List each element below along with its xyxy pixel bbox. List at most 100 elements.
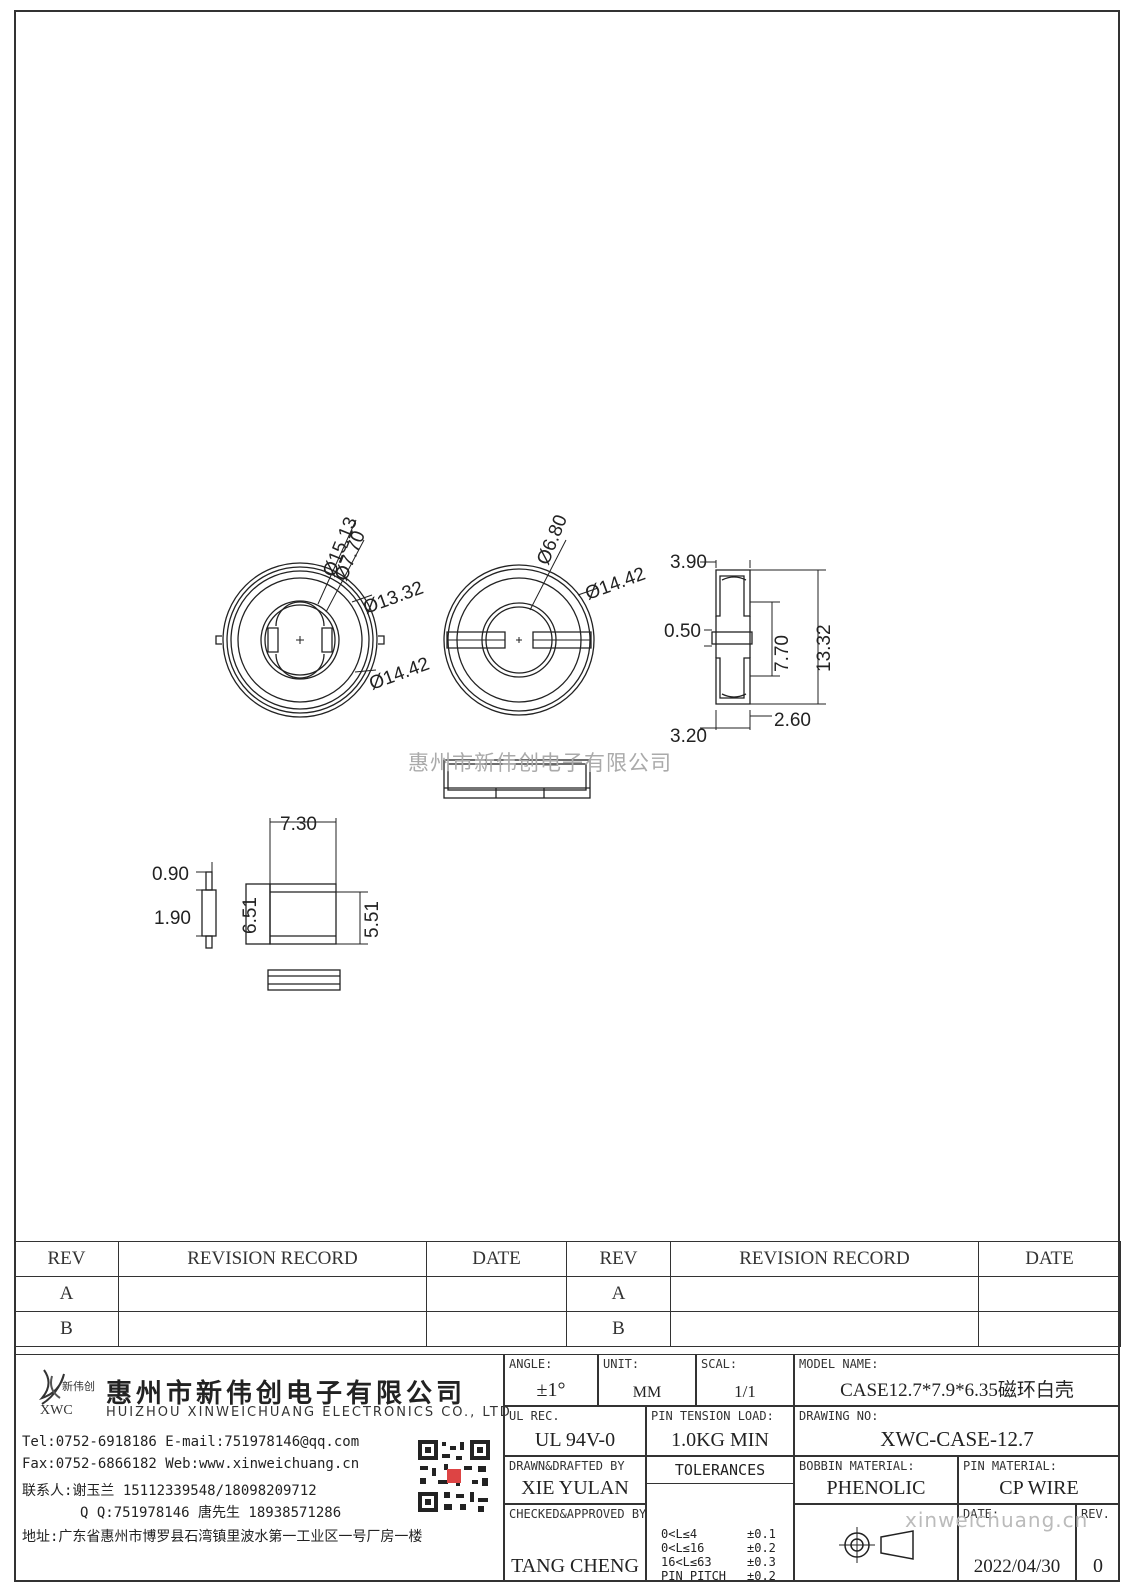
company-block <box>14 1354 504 1582</box>
pin-material-cell: PIN MATERIAL: CP WIRE <box>958 1456 1120 1504</box>
ul-rec-cell: UL REC. UL 94V-0 <box>504 1406 646 1456</box>
tol-row-3: 16<L≤63 ±0.3 <box>661 1555 776 1569</box>
tol-range-2: 0<L≤16 <box>661 1541 705 1555</box>
date-label: DATE: <box>963 1507 1000 1521</box>
checked-by-value: TANG CHENG <box>511 1555 639 1577</box>
company-tel: Tel:0752-6918186 E-mail:751978146@qq.com <box>22 1434 360 1450</box>
ul-rec-label: UL REC. <box>509 1409 560 1423</box>
company-contact-1: 联系人:谢玉兰 15112339548/18098209712 <box>22 1483 317 1499</box>
dim-0-50: 0.50 <box>664 621 701 642</box>
tolerances-label: TOLERANCES <box>647 1457 793 1484</box>
date-value: 2022/04/30 <box>973 1556 1061 1577</box>
rev-cell: B <box>14 1311 119 1347</box>
unit-label: UNIT: <box>603 1357 640 1371</box>
tol-row-4: PIN PITCH ±0.2 <box>661 1569 776 1583</box>
dim-d14-42-b: Ø14.42 <box>583 564 649 605</box>
date-cell <box>426 1311 567 1347</box>
tol-row-1: 0<L≤4 ±0.1 <box>661 1527 776 1541</box>
drawing-no-cell: DRAWING NO: XWC-CASE-12.7 <box>794 1406 1120 1456</box>
record-cell <box>670 1311 979 1347</box>
dim-3-20: 3.20 <box>670 726 707 747</box>
projection-symbol-icon <box>839 1527 914 1563</box>
company-address: 地址:广东省惠州市博罗县石湾镇里波水第一工业区一号厂房一楼 <box>22 1529 423 1545</box>
dim-2-60: 2.60 <box>774 710 811 731</box>
pin-tension-label: PIN TENSION LOAD: <box>651 1409 774 1423</box>
bobbin-material-cell: BOBBIN MATERIAL: PHENOLIC <box>794 1456 958 1504</box>
record-cell <box>118 1311 427 1347</box>
dim-d6-80: Ø6.80 <box>533 512 572 568</box>
drawn-by-label: DRAWN&DRAFTED BY <box>509 1459 625 1473</box>
technical-drawing: Ø15.13 Ø7.70 Ø13.32 Ø14.42 Ø6.80 Ø14.42 … <box>152 512 835 991</box>
company-name-cn: 惠州市新伟创电子有限公司 <box>106 1379 467 1409</box>
dim-6-51: 6.51 <box>240 897 261 934</box>
revision-row: B B <box>14 1311 1121 1347</box>
bobbin-material-label: BOBBIN MATERIAL: <box>799 1459 915 1473</box>
drawing-no-value: XWC-CASE-12.7 <box>880 1427 1034 1451</box>
pin-material-label: PIN MATERIAL: <box>963 1459 1057 1473</box>
rev-cell: B <box>566 1311 671 1347</box>
dim-0-90: 0.90 <box>152 864 189 885</box>
revision-record-header: REVISION RECORD <box>670 1241 979 1277</box>
date-cell <box>426 1276 567 1312</box>
drawn-by-cell: DRAWN&DRAFTED BY XIE YULAN <box>504 1456 646 1504</box>
rev-cell: A <box>14 1276 119 1312</box>
model-name-cell: MODEL NAME: CASE12.7*7.9*6.35磁环白壳 <box>794 1354 1120 1406</box>
rev-cell-title: REV. 0 <box>1076 1504 1120 1582</box>
model-name-label: MODEL NAME: <box>799 1357 879 1371</box>
pin-tension-cell: PIN TENSION LOAD: 1.0KG MIN <box>646 1406 794 1456</box>
tol-range-3: 16<L≤63 <box>661 1555 712 1569</box>
dim-d13-32: Ø13.32 <box>361 578 427 619</box>
dim-d14-42-a: Ø14.42 <box>367 654 433 695</box>
angle-value: ±1° <box>536 1379 566 1401</box>
pin-tension-value: 1.0KG MIN <box>671 1429 769 1451</box>
company-name-en: HUIZHOU XINWEICHUANG ELECTRONICS CO., LT… <box>106 1405 512 1420</box>
revision-table: REV REVISION RECORD DATE REV REVISION RE… <box>14 1241 1121 1347</box>
dim-1-90: 1.90 <box>154 908 191 929</box>
tol-value-2: ±0.2 <box>747 1541 776 1555</box>
rev-header: REV <box>566 1241 671 1277</box>
dim-7-70: 7.70 <box>772 635 793 672</box>
angle-label: ANGLE: <box>509 1357 553 1371</box>
drawing-no-label: DRAWING NO: <box>799 1409 879 1423</box>
date-cell <box>978 1311 1121 1347</box>
date-cell: DATE: 2022/04/30 <box>958 1504 1076 1582</box>
date-cell <box>978 1276 1121 1312</box>
logo-abbr: XWC <box>40 1403 73 1418</box>
section-view <box>700 560 826 730</box>
tol-value-1: ±0.1 <box>747 1527 776 1541</box>
tolerances-cell: TOLERANCES 0<L≤4 ±0.1 0<L≤16 ±0.2 16<L≤6… <box>646 1456 794 1583</box>
drawn-by-value: XIE YULAN <box>521 1477 629 1499</box>
tol-range-1: 0<L≤4 <box>661 1527 698 1541</box>
rev-value: 0 <box>1093 1555 1103 1577</box>
unit-value: MM <box>632 1384 662 1401</box>
checked-by-label: CHECKED&APPROVED BY <box>509 1507 647 1521</box>
date-header: DATE <box>426 1241 567 1277</box>
dim-3-90: 3.90 <box>670 552 707 573</box>
tol-value-3: ±0.3 <box>747 1555 776 1569</box>
watermark-company: 惠州市新伟创电子有限公司 <box>408 751 672 775</box>
bottom-view-ring <box>443 539 599 799</box>
scale-label: SCAL: <box>701 1357 738 1371</box>
record-cell <box>670 1276 979 1312</box>
tol-row-2: 0<L≤16 ±0.2 <box>661 1541 776 1555</box>
projection-symbol-cell <box>794 1504 958 1582</box>
rev-label: REV. <box>1081 1507 1110 1521</box>
rev-cell: A <box>566 1276 671 1312</box>
ul-rec-value: UL 94V-0 <box>534 1429 616 1451</box>
unit-cell: UNIT: MM <box>598 1354 696 1406</box>
rev-header: REV <box>14 1241 119 1277</box>
watermark-url: xinweichuang.cn <box>905 1508 1089 1532</box>
company-fax: Fax:0752-6866182 Web:www.xinweichuang.cn <box>22 1456 360 1472</box>
record-cell <box>118 1276 427 1312</box>
scale-cell: SCAL: 1/1 <box>696 1354 794 1406</box>
company-contact-2: Q Q:751978146 唐先生 18938571286 <box>80 1505 342 1521</box>
tol-value-4: ±0.2 <box>747 1569 776 1583</box>
angle-cell: ANGLE: ±1° <box>504 1354 598 1406</box>
dim-5-51: 5.51 <box>362 901 383 938</box>
qr-code <box>416 1438 492 1514</box>
checked-by-cell: CHECKED&APPROVED BY TANG CHENG <box>504 1504 646 1582</box>
date-header: DATE <box>978 1241 1121 1277</box>
tol-range-4: PIN PITCH <box>661 1569 727 1583</box>
pin-material-value: CP WIRE <box>999 1477 1079 1499</box>
top-view-ring <box>215 519 385 718</box>
